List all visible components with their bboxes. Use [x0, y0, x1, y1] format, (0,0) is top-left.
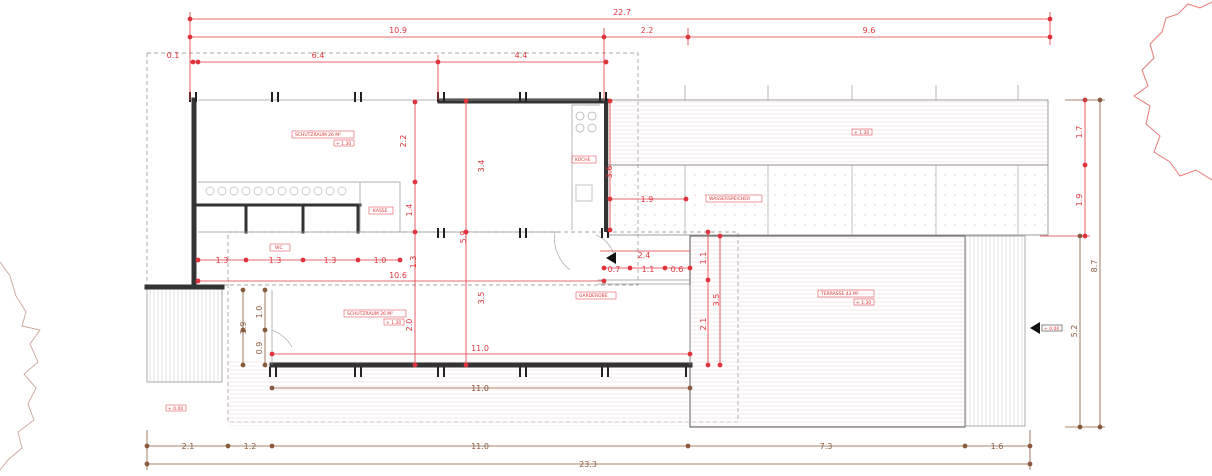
label-deck-level: + 1.30 [854, 130, 869, 136]
stairs-right [964, 235, 1026, 427]
dim-wc-3: 1.3 [324, 256, 337, 265]
dim-right-lower: 5.2 [1070, 325, 1079, 338]
label-schutzraum-bottom-level: + 1.30 [386, 320, 401, 326]
dim-1-0v: 1.0 [255, 306, 264, 319]
dim-bottom-seg3: 11.0 [471, 442, 489, 451]
dim-bottom-seg1: 2.1 [182, 442, 195, 451]
dim-2-4: 2.4 [638, 251, 651, 260]
label-wasserspeicher: WASSERSPEICHER [709, 196, 750, 202]
label-wc: WC [275, 245, 283, 251]
dim-offset: 0.1 [167, 51, 180, 60]
dim-left-part: 10.9 [389, 26, 407, 35]
dim-10-6: 10.6 [389, 271, 407, 280]
dim-3-4: 3.4 [477, 160, 486, 173]
terrace-left-strip [228, 360, 690, 426]
red-dimension-lines [187, 12, 1090, 368]
dim-bottom-seg2: 1.2 [244, 442, 257, 451]
coat-hooks [205, 186, 347, 196]
tree-outline-right [1133, 1, 1212, 181]
label-schutzraum-top-level: + 1.30 [336, 141, 351, 147]
label-ground-left: + 0.00 [168, 406, 183, 412]
tree-outline-left [0, 261, 41, 471]
dim-bottom-seg5: 1.6 [991, 442, 1004, 451]
label-garderobe: GARDEROBE [579, 293, 608, 299]
dim-bottom-overall: 23.3 [579, 460, 597, 469]
deck-middle [607, 164, 1049, 236]
dim-1-9a: 1.9 [239, 322, 248, 335]
label-ground-right: + 0.00 [1044, 326, 1059, 332]
room-labels: SCHUTZRAUM 26 M² + 1.30 KÜCHE KASSE WC S… [165, 128, 1063, 412]
label-kueche: KÜCHE [575, 156, 591, 163]
dim-wc-1: 1.3 [216, 256, 229, 265]
dim-right-overall: 8.7 [1090, 260, 1099, 273]
dim-0-6: 0.6 [671, 265, 684, 274]
dim-bottom-seg4: 7.3 [820, 442, 833, 451]
level-marker-icon-right [1030, 322, 1040, 334]
dim-11-0-lower: 11.0 [471, 384, 489, 393]
dim-2-1: 2.1 [699, 318, 708, 331]
label-terrasse: TERRASSE 43 M² [820, 291, 859, 297]
dim-wc-4: 1.0 [374, 256, 387, 265]
dim-0-9: 0.9 [255, 342, 264, 355]
dim-1-3s: 1.3 [409, 256, 418, 269]
dim-middle-part: 2.2 [641, 26, 654, 35]
kitchen-stove [575, 111, 597, 202]
dim-room-b: 4.4 [515, 51, 528, 60]
dim-3-5r: 3.5 [712, 294, 721, 307]
deck-top [607, 99, 1049, 166]
door-swings [271, 231, 615, 348]
label-schutzraum-bottom: SCHUTZRAUM 26 M² [347, 311, 393, 317]
dim-right-part: 9.6 [863, 26, 876, 35]
wall-thin-lines [198, 99, 691, 365]
dim-1-1v: 1.1 [699, 252, 708, 265]
label-terrasse-level: + 1.30 [856, 300, 871, 306]
dim-2-2: 2.2 [399, 135, 408, 148]
dim-right-top-gap: 1.7 [1075, 126, 1084, 139]
dim-right-mid-gap: 1.9 [1075, 194, 1084, 207]
dim-wc-2: 1.3 [269, 256, 282, 265]
dim-overall-top: 22.7 [613, 8, 631, 17]
roof-outline [146, 52, 639, 286]
deck-posts [684, 85, 1019, 100]
level-marker-icon-left [606, 252, 616, 264]
dim-3-6: 3.6 [605, 166, 614, 179]
dim-1-4: 1.4 [405, 204, 414, 217]
label-schutzraum-top: SCHUTZRAUM 26 M² [295, 132, 341, 138]
dim-1-9b: 1.9 [641, 195, 654, 204]
dim-3-5: 3.5 [477, 292, 486, 305]
dim-0-7: 0.7 [608, 265, 621, 274]
dim-2-0: 2.0 [405, 319, 414, 332]
terrace [689, 235, 966, 428]
stairs-left [146, 286, 223, 383]
dim-room-a: 6.4 [312, 51, 325, 60]
dim-5-9: 5.9 [459, 231, 468, 244]
label-kasse: KASSE [373, 208, 388, 214]
brown-dimension-lines [144, 97, 1105, 470]
dim-1-1: 1.1 [642, 265, 655, 274]
dim-11-0-inner: 11.0 [471, 344, 489, 353]
